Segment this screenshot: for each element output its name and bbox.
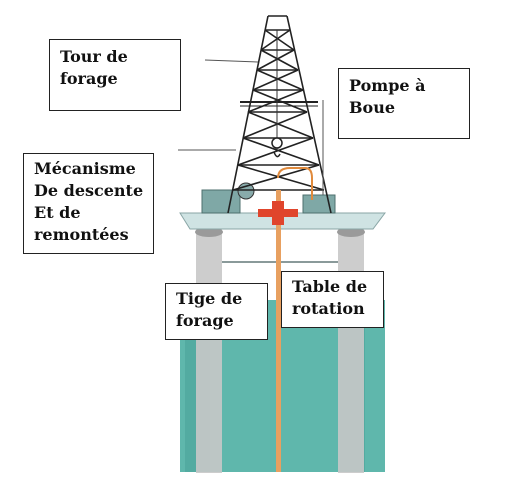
label-rotary-table: Table de rotation	[281, 271, 384, 328]
derrick	[227, 15, 332, 214]
label-tower: Tour de forage	[49, 39, 181, 111]
label-rotary-table-line-1: Table de	[292, 277, 368, 296]
label-pump-line-2: Boue	[349, 98, 396, 117]
label-pump: Pompe à Boue	[338, 68, 470, 139]
label-mechanism-line-1: Mécanisme	[34, 159, 136, 178]
label-tower-line-2: forage	[60, 69, 118, 88]
label-drill-rod-line-2: forage	[176, 311, 234, 330]
label-drill-rod: Tige de forage	[165, 283, 268, 340]
label-tower-line-1: Tour de	[60, 47, 128, 66]
label-mechanism-line-2: De descente	[34, 181, 144, 200]
traveling-block	[271, 137, 283, 149]
winch-housing	[201, 189, 241, 214]
label-drill-rod-line-1: Tige de	[176, 289, 243, 308]
mud-hose	[277, 167, 313, 200]
pillar-left	[196, 228, 222, 473]
label-pump-line-1: Pompe à	[349, 76, 426, 95]
drill-rod	[276, 190, 281, 472]
label-mechanism-line-4: remontées	[34, 225, 129, 244]
label-mechanism-line-3: Et de	[34, 203, 81, 222]
pillar-right	[338, 228, 364, 473]
label-mechanism: Mécanisme De descente Et de remontées	[23, 153, 154, 254]
label-rotary-table-line-2: rotation	[292, 299, 365, 318]
